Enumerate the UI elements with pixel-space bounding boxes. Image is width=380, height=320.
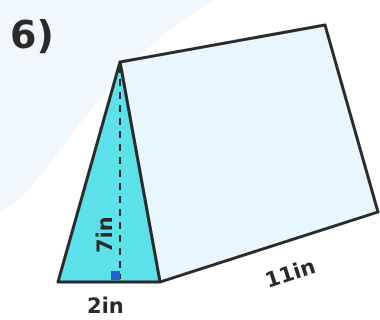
prism-front-face [56,60,162,284]
problem-number: 6) [10,13,54,57]
length-label: 11in [262,254,318,293]
background-shape [0,0,215,212]
base-label: 2in [87,294,124,318]
right-angle-marker [111,271,120,280]
prism-side-face [118,23,380,284]
height-label: 7in [93,216,117,253]
